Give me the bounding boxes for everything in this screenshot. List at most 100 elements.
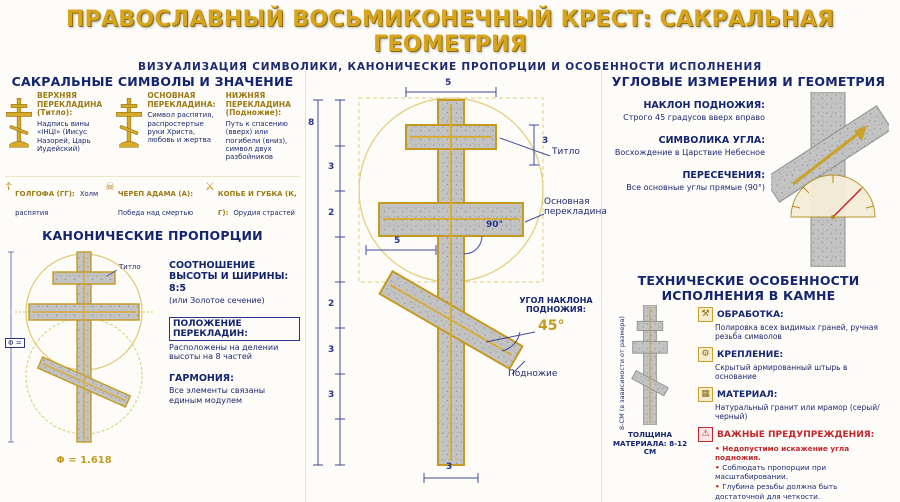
technical-text: Полировка всех видимых граней, ручная ре… <box>715 323 879 341</box>
header: ПРАВОСЛАВНЫЙ ВОСЬМИКОНЕЧНЫЙ КРЕСТ: САКРА… <box>0 0 900 73</box>
foot-angle-value: 45° <box>538 318 565 334</box>
angular-heading: НАКЛОН ПОДНОЖИЯ: <box>643 100 765 111</box>
foot-label: Подножие <box>508 369 558 379</box>
titlo-label: Титло <box>552 147 580 157</box>
sacred-symbols-row: ВЕРХНЯЯ ПЕРЕКЛАДИНА (Титло): Надпись вин… <box>5 91 300 174</box>
dim-top-width: 5 <box>445 78 452 88</box>
protractor-stone-drawing <box>771 92 889 267</box>
warning-icon: ⚠ <box>698 427 713 442</box>
glossary-row: ☦ ГОЛГОФА (ГГ): Холм распятия ☠ ЧЕРЕП АД… <box>5 176 300 219</box>
dim-left-segment: 2 <box>328 299 335 309</box>
proportion-text: (или Золотое сечение) <box>169 296 265 306</box>
technical-heading: ОБРАБОТКА: <box>717 309 784 320</box>
dim-total-height: 8 <box>308 118 315 128</box>
left-column: САКРАЛЬНЫЕ СИМВОЛЫ И ЗНАЧЕНИЕ ВЕРХНЯЯ ПЕ… <box>0 70 305 502</box>
technical-text: Натуральный гранит или мрамор (серый/чер… <box>715 403 880 421</box>
page-title: ПРАВОСЛАВНЫЙ ВОСЬМИКОНЕЧНЫЙ КРЕСТ: САКРА… <box>65 7 835 57</box>
angular-item: ПЕРЕСЕЧЕНИЯ: Все основные углы прямые (9… <box>608 170 765 193</box>
technical-text: Скрытый армированный штырь в основание <box>715 363 848 381</box>
right-angle-label: 90° <box>486 220 504 230</box>
dim-beam-width: 5 <box>394 236 401 246</box>
glossary-text: Холм распятия <box>15 190 99 217</box>
proportion-cross-drawing <box>8 251 153 443</box>
titlo-label: Титло <box>119 263 141 271</box>
thickness-figure: ТОЛЩИНА МАТЕРИАЛА: 8-12 СМ 8-СМ (в завис… <box>608 304 692 502</box>
warning-item: Недопустимо искажение угла подножия. <box>715 444 889 462</box>
symbol-item: ОСНОВНАЯ ПЕРЕКЛАДИНА: Символ распятия, р… <box>147 91 221 145</box>
proportion-text: Все элементы связаны единым модулем <box>169 386 266 405</box>
technical-item: ▦ МАТЕРИАЛ: Натуральный гранит или мрамо… <box>698 387 889 421</box>
glossary-heading: ЧЕРЕП АДАМА (А): <box>117 190 194 198</box>
dim-left-segment: 3 <box>328 390 335 400</box>
technical-heading: КРЕПЛЕНИЕ: <box>717 349 784 360</box>
symbol-heading: ВЕРХНЯЯ ПЕРЕКЛАДИНА (Титло): <box>37 91 103 118</box>
orthodox-cross-icon <box>115 92 143 154</box>
technical-item: ⚒ ОБРАБОТКА: Полировка всех видимых гран… <box>698 307 889 341</box>
proportions-texts: СООТНОШЕНИЕ ВЫСОТЫ И ШИРИНЫ: 8:5 (или Зо… <box>169 246 300 452</box>
main-beam-label: Основная перекладина <box>544 197 607 217</box>
main-cross-drawing <box>313 87 551 483</box>
skull-icon: ☠ <box>105 180 115 193</box>
dim-left-segment: 3 <box>328 345 335 355</box>
glossary-heading: КОПЬЕ И ГУБКА (К, Г): <box>217 190 297 217</box>
spear-sponge-icon: ⚔ <box>205 180 215 193</box>
proportions-diagram: Титло Φ = <box>5 246 163 452</box>
angular-item: НАКЛОН ПОДНОЖИЯ: Строго 45 градусов ввер… <box>608 100 765 123</box>
symbol-text: Надпись вины «ІНЦІ» (Иисус Назорей, Царь… <box>37 119 91 154</box>
sacred-symbols-title: САКРАЛЬНЫЕ СИМВОЛЫ И ЗНАЧЕНИЕ <box>11 74 294 89</box>
orthodox-cross-icon <box>5 92 33 154</box>
proportion-text: Расположены на делении высоты на 8 часте… <box>169 342 279 362</box>
technical-section: ТОЛЩИНА МАТЕРИАЛА: 8-12 СМ 8-СМ (в завис… <box>608 304 889 502</box>
glossary-item: ☦ ГОЛГОФА (ГГ): Холм распятия <box>5 181 100 219</box>
proportion-heading: ПОЛОЖЕНИЕ ПЕРЕКЛАДИН: <box>169 316 300 341</box>
dim-left-segment: 3 <box>328 162 335 172</box>
content-columns: САКРАЛЬНЫЕ СИМВОЛЫ И ЗНАЧЕНИЕ ВЕРХНЯЯ ПЕ… <box>0 70 900 502</box>
center-diagram: 5 3 8 3 2 2 3 3 5 3 Титло Основная перек… <box>305 70 607 502</box>
material-icon: ▦ <box>698 387 713 402</box>
technical-title: ТЕХНИЧЕСКИЕ ОСОБЕННОСТИ ИСПОЛНЕНИЯ В КАМ… <box>637 273 860 303</box>
glossary-item: ☠ ЧЕРЕП АДАМА (А): Победа над смертью <box>105 181 200 219</box>
dim-titlo-height: 3 <box>542 136 549 146</box>
angular-title: УГЛОВЫЕ ИЗМЕРЕНИЯ И ГЕОМЕТРИЯ <box>611 74 886 89</box>
angular-text: Все основные углы прямые (90°) <box>626 183 765 192</box>
symbol-text: Символ распятия, распростертые руки Хрис… <box>147 111 214 145</box>
foot-angle-heading: УГОЛ НАКЛОНА ПОДНОЖИЯ: <box>519 296 593 315</box>
dim-base-width: 3 <box>446 462 453 472</box>
symbol-heading: ОСНОВНАЯ ПЕРЕКЛАДИНА: <box>147 91 216 109</box>
technical-heading: МАТЕРИАЛ: <box>717 389 778 400</box>
tools-icon: ⚒ <box>698 307 713 322</box>
angular-text: Строго 45 градусов вверх вправо <box>623 113 765 122</box>
golgotha-cross-icon: ☦ <box>5 180 13 193</box>
glossary-text: Орудия страстей <box>233 209 295 217</box>
angular-text: Восхождение в Царствие Небесное <box>614 148 765 157</box>
warnings-block: ⚠ ВАЖНЫЕ ПРЕДУПРЕЖДЕНИЯ: Недопустимо иск… <box>698 427 889 501</box>
warnings-heading: ВАЖНЫЕ ПРЕДУПРЕЖДЕНИЯ: <box>717 429 875 440</box>
stone-profile-drawing <box>631 304 669 426</box>
angular-item: СИМВОЛИКА УГЛА: Восхождение в Царствие Н… <box>608 135 765 158</box>
phi-mark: Φ = <box>5 338 25 348</box>
fastening-icon: ⚙ <box>698 347 713 362</box>
proportion-item: ПОЛОЖЕНИЕ ПЕРЕКЛАДИН: Расположены на дел… <box>169 316 300 362</box>
angular-heading: ПЕРЕСЕЧЕНИЯ: <box>682 170 765 181</box>
proportions-section: Титло Φ = СООТНОШЕНИЕ ВЫСОТЫ И ШИРИНЫ: 8… <box>5 246 300 452</box>
proportion-heading: СООТНОШЕНИЕ ВЫСОТЫ И ШИРИНЫ: 8:5 <box>169 260 289 294</box>
thickness-side-note: 8-СМ (в зависимости от размера) <box>618 316 626 430</box>
glossary-item: ⚔ КОПЬЕ И ГУБКА (К, Г): Орудия страстей <box>205 181 300 219</box>
symbol-item: НИЖНЯЯ ПЕРЕКЛАДИНА (Подножие): Путь к сп… <box>225 91 300 162</box>
symbol-text: Путь к спасению (вверх) или погибели (вн… <box>225 119 288 162</box>
page-subtitle: ВИЗУАЛИЗАЦИЯ СИМВОЛИКИ, КАНОНИЧЕСКИЕ ПРО… <box>138 61 762 73</box>
proportions-title: КАНОНИЧЕСКИЕ ПРОПОРЦИИ <box>42 228 263 243</box>
right-column: УГЛОВЫЕ ИЗМЕРЕНИЯ И ГЕОМЕТРИЯ НАКЛОН ПОД… <box>602 70 895 502</box>
warnings-list: Недопустимо искажение угла подножия. Соб… <box>715 444 889 501</box>
technical-items: ⚒ ОБРАБОТКА: Полировка всех видимых гран… <box>698 305 889 502</box>
symbol-heading: НИЖНЯЯ ПЕРЕКЛАДИНА (Подножие): <box>225 91 291 118</box>
proportion-item: ГАРМОНИЯ: Все элементы связаны единым мо… <box>169 373 300 406</box>
phi-value: Φ = 1.618 <box>56 455 112 466</box>
angular-texts: НАКЛОН ПОДНОЖИЯ: Строго 45 градусов ввер… <box>608 92 771 267</box>
proportion-item: СООТНОШЕНИЕ ВЫСОТЫ И ШИРИНЫ: 8:5 (или Зо… <box>169 260 300 306</box>
dim-left-segment: 2 <box>328 208 335 218</box>
technical-item: ⚙ КРЕПЛЕНИЕ: Скрытый армированный штырь … <box>698 347 889 381</box>
warning-item: Соблюдать пропорции при масштабировании. <box>715 463 889 481</box>
thickness-caption: ТОЛЩИНА МАТЕРИАЛА: 8-12 СМ <box>612 430 688 457</box>
